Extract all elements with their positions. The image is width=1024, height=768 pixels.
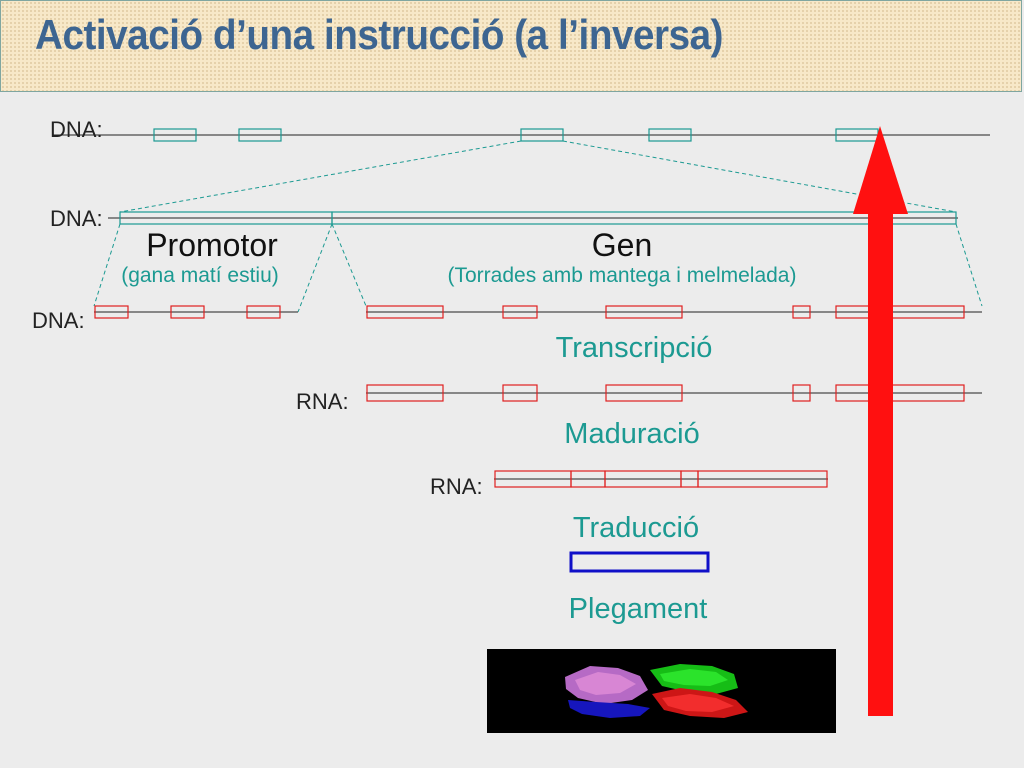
gen-label: Gen bbox=[592, 227, 652, 263]
zoom-line-promotor-right bbox=[297, 223, 333, 313]
exon-box bbox=[366, 305, 444, 319]
gene-box-selected bbox=[520, 128, 564, 142]
exon-box bbox=[605, 384, 683, 402]
dna-row-2: DNA: Promotor (gana matí estiu) Gen (Tor… bbox=[50, 206, 958, 287]
dna-label-1: DNA: bbox=[50, 117, 103, 142]
promotor-element-box bbox=[170, 305, 205, 319]
promotor-label: Promotor bbox=[146, 227, 278, 263]
exon-box bbox=[366, 384, 444, 402]
zoom-line-promotor-left bbox=[93, 223, 121, 307]
step-maduracio: Maduració bbox=[564, 418, 699, 450]
dna-label-3: DNA: bbox=[32, 308, 85, 333]
protein-image-background bbox=[487, 649, 836, 733]
gen-note: (Torrades amb mantega i melmelada) bbox=[448, 264, 797, 287]
gene-box bbox=[153, 128, 197, 142]
exon-box bbox=[605, 305, 683, 319]
exon-box bbox=[835, 305, 965, 319]
step-traduccio: Traducció bbox=[573, 512, 699, 544]
promotor-note: (gana matí estiu) bbox=[121, 264, 279, 287]
gene-box bbox=[238, 128, 282, 142]
gen-box bbox=[331, 211, 957, 225]
exon-box bbox=[502, 384, 538, 402]
zoom-line-gen-left bbox=[331, 223, 367, 307]
title-banner: Activació d’una instrucció (a l’inversa) bbox=[0, 0, 1022, 92]
protein-subunit-blue bbox=[568, 700, 650, 718]
exon-box bbox=[792, 384, 811, 402]
gene-box bbox=[648, 128, 692, 142]
dna-row-1: DNA: bbox=[50, 117, 990, 142]
protein-chain-box bbox=[569, 551, 710, 573]
dna-label-2: DNA: bbox=[50, 206, 103, 231]
protein-structure-image bbox=[487, 649, 836, 733]
rna-label-1: RNA: bbox=[296, 389, 349, 414]
exon-box bbox=[502, 305, 538, 319]
zoom-line-gen-right bbox=[955, 223, 983, 307]
rna-label-2: RNA: bbox=[430, 474, 483, 499]
dna-row-3: DNA: bbox=[32, 305, 982, 333]
rna-row-1: RNA: bbox=[296, 384, 982, 414]
up-arrow-icon bbox=[853, 126, 908, 716]
zoom-line-left bbox=[119, 140, 522, 213]
page-title: Activació d’una instrucció (a l’inversa) bbox=[35, 11, 724, 58]
promotor-element-box bbox=[246, 305, 281, 319]
exon-box bbox=[792, 305, 811, 319]
promotor-element-box bbox=[94, 305, 129, 319]
rna-row-2: RNA: bbox=[430, 470, 828, 499]
step-transcripcio: Transcripció bbox=[556, 332, 713, 364]
step-plegament: Plegament bbox=[569, 593, 708, 625]
exon-box bbox=[697, 470, 828, 488]
exon-box bbox=[835, 384, 965, 402]
